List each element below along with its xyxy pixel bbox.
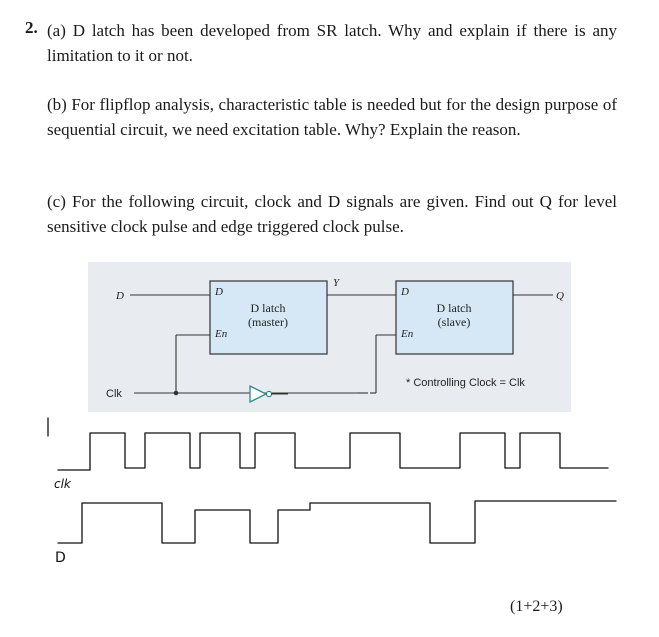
master-slave-circuit-diagram: D Clk Y Q D En D latch (master) D En D l…: [88, 262, 571, 412]
master-en-pin: En: [214, 328, 228, 340]
question-number: 2.: [25, 18, 38, 37]
master-subtitle: (master): [248, 315, 288, 329]
slave-subtitle: (slave): [438, 315, 471, 329]
clk-waveform: [57, 432, 609, 471]
wire-y-label: Y: [333, 277, 341, 289]
master-title: D latch: [251, 301, 286, 315]
circuit-wires: [130, 294, 553, 394]
handwritten-waveforms: clk D: [47, 417, 617, 566]
input-clk-label: Clk: [106, 388, 122, 400]
part-a-text: (a) D latch has been developed from SR l…: [47, 21, 617, 65]
slave-d-pin: D: [400, 286, 409, 298]
clk-wave-label: clk: [54, 477, 72, 491]
slave-en-pin: En: [400, 328, 414, 340]
master-d-pin: D: [214, 286, 223, 298]
output-q-label: Q: [556, 290, 564, 302]
marks-label: (1+2+3): [510, 598, 563, 615]
junction-dot: [173, 390, 179, 396]
d-waveform: [57, 500, 617, 544]
inverter-bubble: [265, 390, 273, 398]
part-b-text: (b) For flipflop analysis, characteristi…: [47, 95, 617, 139]
slave-latch-box: [395, 280, 514, 355]
inverter-icon: [249, 384, 268, 404]
part-c-text: (c) For the following circuit, clock and…: [47, 192, 617, 236]
controlling-clock-note: * Controlling Clock = Clk: [406, 377, 525, 389]
master-latch-box: [209, 280, 328, 355]
d-wave-label: D: [55, 550, 66, 566]
slave-title: D latch: [437, 301, 472, 315]
input-d-label: D: [115, 290, 124, 302]
